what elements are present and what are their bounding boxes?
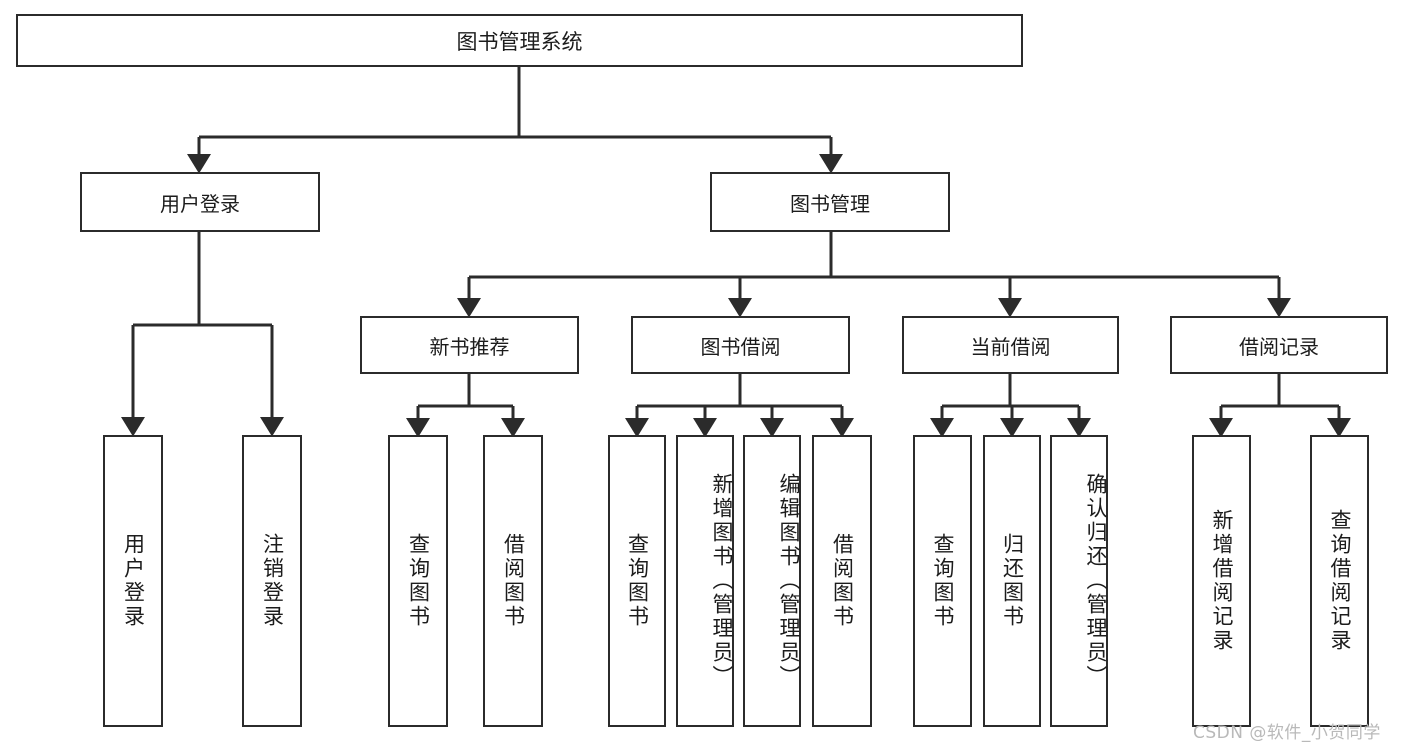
node-book-manage[interactable]: 图书管理	[710, 172, 950, 232]
node-leaf-add-book[interactable]: 新增图书（管理员）	[676, 435, 734, 727]
node-new-book-rec[interactable]: 新书推荐	[360, 316, 579, 374]
node-borrow-record[interactable]: 借阅记录	[1170, 316, 1388, 374]
node-user-login-label: 用户登录	[160, 191, 240, 216]
node-leaf-edit-book-label: 编辑图书（管理员）	[777, 473, 801, 689]
node-root-label: 图书管理系统	[456, 29, 583, 54]
node-leaf-query-record[interactable]: 查询借阅记录	[1310, 435, 1369, 727]
node-leaf-confirm-return[interactable]: 确认归还（管理员）	[1050, 435, 1108, 727]
node-book-borrow-label: 图书借阅	[700, 334, 781, 359]
node-leaf-query-book-3-label: 查询图书	[931, 533, 955, 629]
node-leaf-borrow-book-1[interactable]: 借阅图书	[483, 435, 543, 727]
node-new-book-rec-label: 新书推荐	[429, 334, 510, 359]
node-leaf-add-record-label: 新增借阅记录	[1210, 509, 1234, 653]
node-leaf-add-record[interactable]: 新增借阅记录	[1192, 435, 1251, 727]
node-current-borrow-label: 当前借阅	[970, 334, 1051, 359]
node-leaf-borrow-book-1-label: 借阅图书	[501, 533, 526, 629]
node-book-manage-label: 图书管理	[790, 191, 870, 216]
node-book-borrow[interactable]: 图书借阅	[631, 316, 850, 374]
node-leaf-query-book-1[interactable]: 查询图书	[388, 435, 448, 727]
node-leaf-borrow-book-2-label: 借阅图书	[830, 533, 855, 629]
node-leaf-query-book-2[interactable]: 查询图书	[608, 435, 666, 727]
node-leaf-logout[interactable]: 注销登录	[242, 435, 302, 727]
node-leaf-user-login-label: 用户登录	[121, 533, 146, 629]
node-current-borrow[interactable]: 当前借阅	[902, 316, 1119, 374]
node-user-login[interactable]: 用户登录	[80, 172, 320, 232]
node-leaf-add-book-label: 新增图书（管理员）	[710, 473, 734, 689]
node-leaf-return-book-label: 归还图书	[1000, 533, 1025, 629]
node-leaf-confirm-return-label: 确认归还（管理员）	[1084, 473, 1108, 689]
node-leaf-query-book-3[interactable]: 查询图书	[913, 435, 972, 727]
node-root[interactable]: 图书管理系统	[16, 14, 1023, 67]
node-leaf-edit-book[interactable]: 编辑图书（管理员）	[743, 435, 801, 727]
node-borrow-record-label: 借阅记录	[1239, 334, 1319, 359]
node-leaf-logout-label: 注销登录	[260, 533, 285, 629]
node-leaf-query-book-1-label: 查询图书	[406, 533, 431, 629]
node-leaf-query-record-label: 查询借阅记录	[1328, 509, 1352, 653]
node-leaf-return-book[interactable]: 归还图书	[983, 435, 1041, 727]
node-leaf-query-book-2-label: 查询图书	[625, 533, 650, 629]
node-leaf-user-login[interactable]: 用户登录	[103, 435, 163, 727]
watermark-text: CSDN @软件_小贺同学	[1193, 723, 1381, 743]
node-leaf-borrow-book-2[interactable]: 借阅图书	[812, 435, 872, 727]
